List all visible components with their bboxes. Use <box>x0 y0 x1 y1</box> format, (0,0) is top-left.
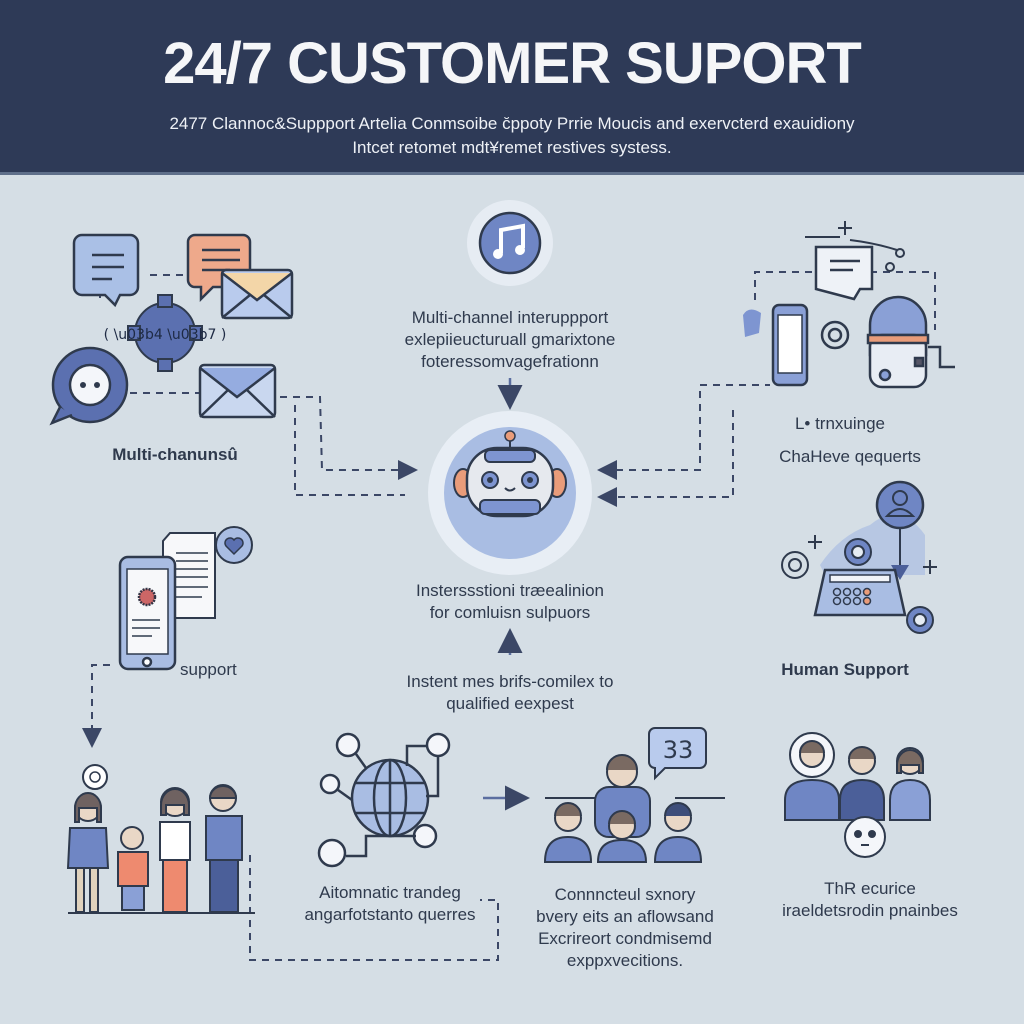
connector-mobile-down <box>82 664 110 748</box>
team-icon <box>784 732 931 858</box>
caption-line: Multi-channel interuppport <box>411 308 609 327</box>
connector-email-center <box>280 396 418 480</box>
gear-icon <box>781 538 934 634</box>
device-cluster <box>743 221 955 389</box>
speech-bubble-icon <box>82 764 108 790</box>
message-icon <box>814 245 874 301</box>
caption-automatic: Aitomnatic trandeg angarfotstanto querre… <box>280 882 500 926</box>
badge-bubble <box>648 727 707 781</box>
heart-bubble-icon <box>215 526 253 564</box>
caption-line: angarfotstanto querres <box>304 905 476 924</box>
connector-email-center-2 <box>294 405 405 496</box>
label-support: support <box>180 660 237 679</box>
multichannel-cluster: ( \u03b4 \u03b7 ) <box>49 233 294 426</box>
page-title: 24/7 CUSTOMER SUPORT <box>163 31 862 96</box>
envelope-icon <box>198 363 277 419</box>
caption-line: ThR ecurice <box>824 879 916 898</box>
agents-group-icon: 33 <box>543 727 725 863</box>
caption-line: foteressomvagefrationn <box>421 352 599 371</box>
user-node-icon <box>317 732 451 868</box>
caption-line: Aitomnatic trandeg <box>319 883 461 902</box>
label-top-right-2: ChaHeve qequerts <box>779 447 921 466</box>
mobile-support-cluster <box>118 526 253 671</box>
label-human-support: Human Support <box>781 660 909 679</box>
label-top-right-1: L• trnxuinge <box>794 414 886 433</box>
caption-line: qualified eexpest <box>446 694 574 713</box>
human-support-cluster <box>781 480 937 634</box>
caption-line: Instent mes brifs-comilex to <box>406 672 614 691</box>
chat-bubble-icon <box>72 233 140 308</box>
gear-bot-icon: ( \u03b4 \u03b7 ) <box>104 294 227 372</box>
gear-icon <box>820 320 850 350</box>
svg-text:( \u03b4 \u03b7 ): ( \u03b4 \u03b7 ) <box>104 327 227 343</box>
caption-team: ThR ecurice iraeldetsrodin pnainbes <box>760 878 980 922</box>
subtitle-line-2: Intcet retomet mdt¥remet restives systes… <box>352 138 672 157</box>
telephone-icon <box>813 568 907 617</box>
caption-line: exppxvecitions. <box>566 951 684 970</box>
agents-badge-count: 33 <box>663 736 694 764</box>
caption-agents: Connncteul sxnory bvery eits an aflowsan… <box>510 884 740 972</box>
label-multichannel: Multi-chanunsû <box>112 445 238 464</box>
chatbot-bubble-icon <box>49 346 129 426</box>
device-icon <box>866 295 955 389</box>
connector-right-upper <box>597 384 720 480</box>
smartphone-icon <box>118 555 177 671</box>
globe-icon <box>317 732 451 868</box>
caption-line: Insterssstioni træealinion <box>415 581 605 600</box>
page-subtitle: 2477 Clannoc&Suppport Artelia Conmsoibe … <box>0 112 1024 160</box>
robot-icon <box>428 411 592 575</box>
phone-icon <box>743 303 809 387</box>
caption-line: bvery eits an aflowsand <box>536 907 714 926</box>
caption-line: Connncteul sxnory <box>554 885 696 904</box>
connector-right-lower <box>597 410 734 507</box>
plus-icon <box>838 221 852 235</box>
caption-top-center: Multi-channel interuppport exlepiieuctur… <box>360 307 660 373</box>
connector-bottom-box <box>249 855 499 961</box>
subtitle-line-1: 2477 Clannoc&Suppport Artelia Conmsoibe … <box>169 114 855 133</box>
music-note-icon <box>467 200 553 286</box>
family-icon <box>66 764 255 914</box>
caption-center: Insterssstioni træealinion for comluisn … <box>360 580 660 624</box>
header-banner: 24/7 CUSTOMER SUPORT 2477 Clannoc&Supppo… <box>0 0 1024 175</box>
caption-routing: Instent mes brifs-comilex to qualified e… <box>360 671 660 715</box>
caption-line: iraeldetsrodin pnainbes <box>782 901 958 920</box>
caption-line: exlepiieucturuall gmarixtone <box>404 330 616 349</box>
caption-line: for comluisn sulpuors <box>429 603 591 622</box>
email-icon <box>220 268 294 320</box>
caption-line: Excrireort condmisemd <box>538 929 712 948</box>
